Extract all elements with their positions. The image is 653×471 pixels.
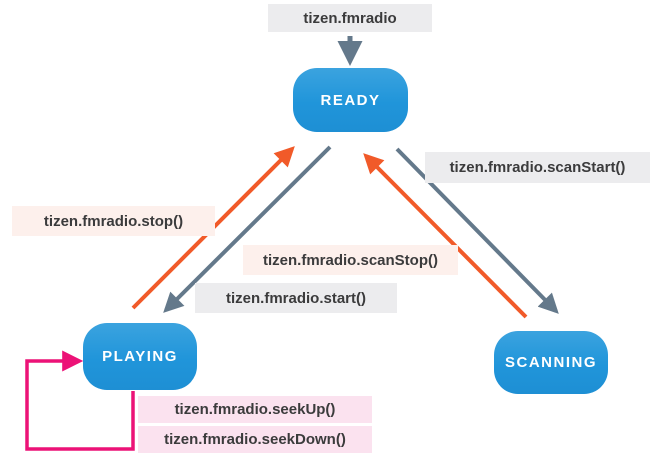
scanstop-arrow [363,153,528,319]
state-label-ready: READY [320,91,381,109]
state-node-playing: PLAYING [83,323,197,390]
transition-label-scanstart: tizen.fmradio.scanStart() [425,152,650,183]
transition-label-init: tizen.fmradio [268,4,432,32]
state-label-playing: PLAYING [102,348,178,365]
state-node-ready: READY [293,68,408,132]
transition-label-seekup: tizen.fmradio.seekUp() [138,396,372,423]
seek-loop-arrow [25,350,135,451]
transition-label-start: tizen.fmradio.start() [195,283,397,313]
start-arrow [163,145,332,313]
scanstart-arrow [395,147,559,314]
transition-label-seekdown: tizen.fmradio.seekDown() [138,426,372,453]
transition-label-stop: tizen.fmradio.stop() [12,206,215,236]
state-node-scanning: SCANNING [494,331,608,394]
transition-label-scanstop: tizen.fmradio.scanStop() [243,245,458,275]
state-label-scanning: SCANNING [504,354,597,371]
